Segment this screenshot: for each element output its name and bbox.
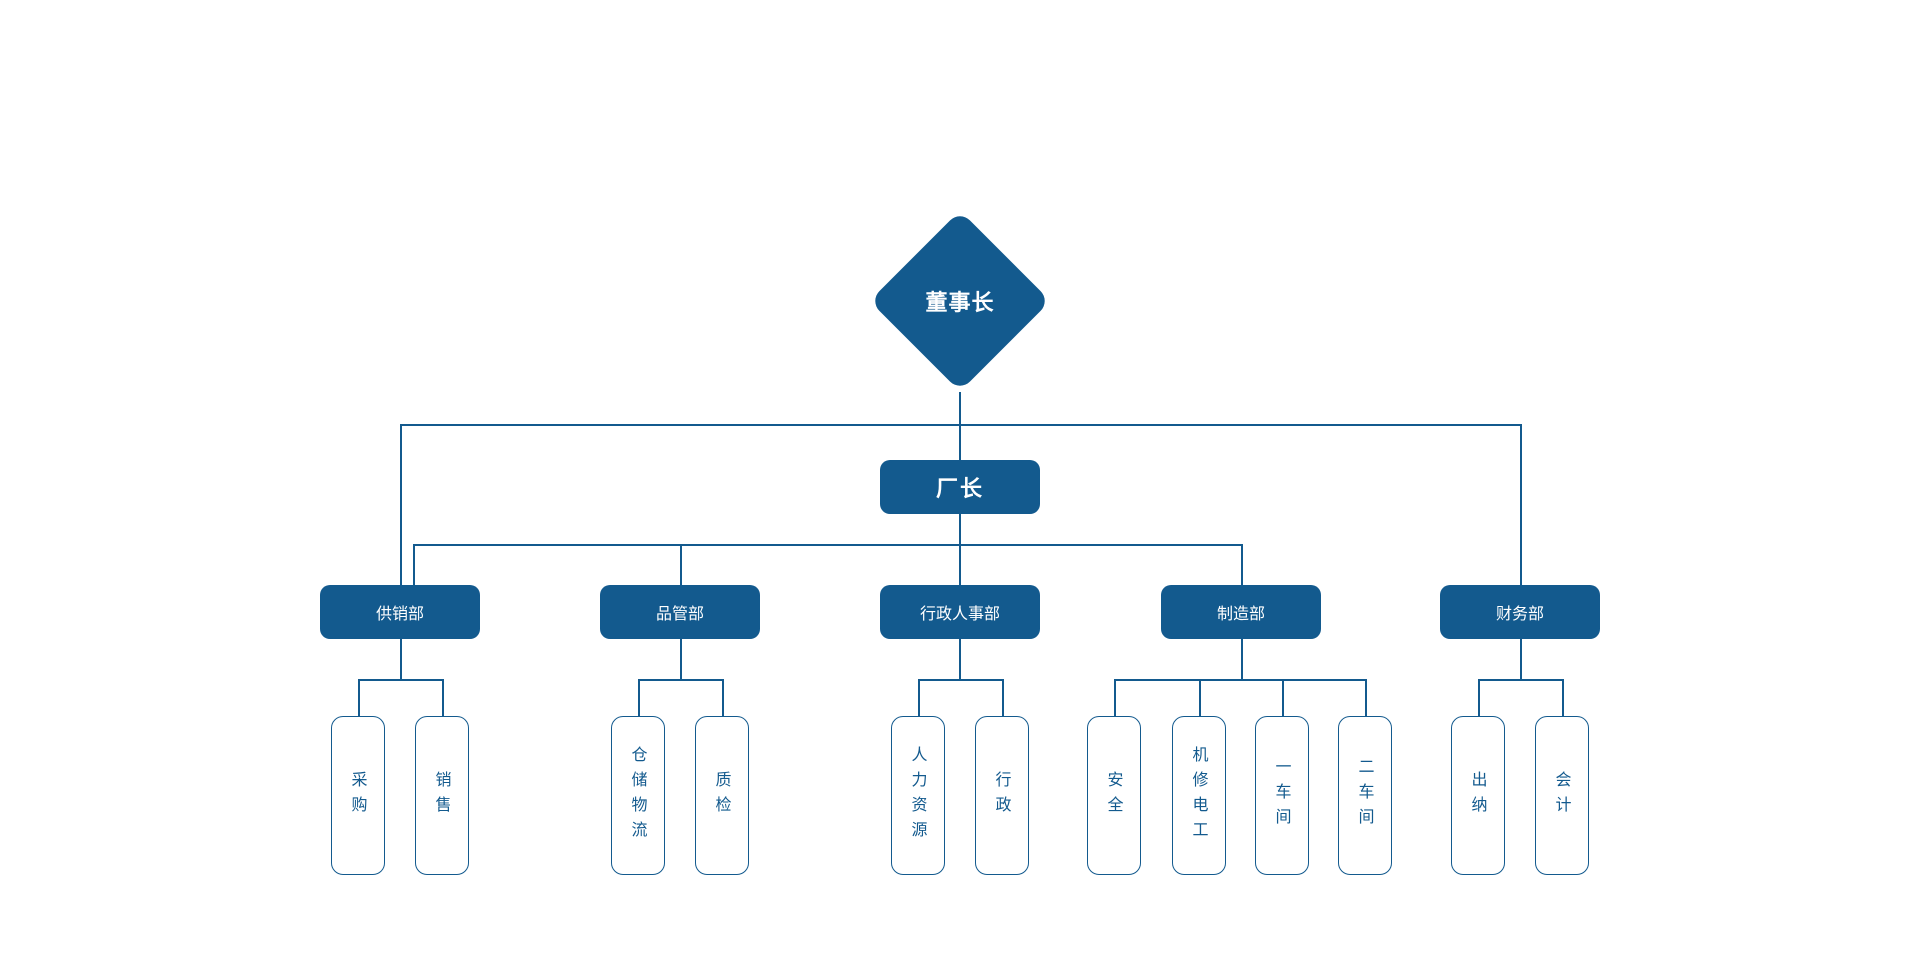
leaf-label: 销售 [432,770,452,821]
connector-dept1-drop-b [722,679,724,716]
connector-dept4-down [1520,639,1522,679]
connector-inner-drop-1 [413,544,415,585]
connector-dept4-bus [1478,679,1563,681]
leaf-label: 机修电工 [1189,745,1209,846]
connector-dept3-drop-b [1199,679,1201,716]
leaf-node[interactable]: 机修电工 [1172,716,1226,875]
leaf-node[interactable]: 仓储物流 [611,716,665,875]
connector-dept1-bus [638,679,723,681]
leaf-label: 会计 [1552,770,1572,821]
connector-dept3-drop-d [1365,679,1367,716]
leaf-node[interactable]: 二车间 [1338,716,1392,875]
dept-label: 供销部 [375,604,424,623]
leaf-label: 二车间 [1355,758,1375,833]
connector-dept4-drop-b [1562,679,1564,716]
connector-dept2-down [959,639,961,679]
manager-label: 厂长 [935,477,984,502]
connector-dept3-drop-a [1114,679,1116,716]
connector-dept1-down [680,639,682,679]
chairman-label: 董事长 [925,291,995,316]
connector-dept0-down [400,639,402,679]
connector-outer-right-drop [1520,424,1522,585]
dept-label: 制造部 [1216,604,1265,623]
connector-outer-bus [400,424,1521,426]
leaf-node[interactable]: 一车间 [1255,716,1309,875]
connector-dept3-bus [1114,679,1366,681]
leaf-label: 安全 [1104,770,1124,821]
connector-inner-drop-2 [680,544,682,585]
connector-dept3-down [1241,639,1243,679]
connector-chairman-down [959,392,961,460]
chairman-node[interactable]: 董事长 [869,210,1051,392]
leaf-label: 行政 [992,770,1012,821]
manager-node[interactable]: 厂长 [880,460,1040,514]
connector-manager-down [959,514,961,585]
connector-dept0-drop-a [358,679,360,716]
dept-node-finance[interactable]: 财务部 [1440,585,1600,639]
connector-dept1-drop-a [638,679,640,716]
leaf-node[interactable]: 安全 [1087,716,1141,875]
leaf-label: 一车间 [1272,758,1292,833]
leaf-label: 质检 [712,770,732,821]
connector-dept3-drop-c [1282,679,1284,716]
connector-outer-left-drop [400,424,402,585]
dept-label: 财务部 [1495,604,1544,623]
dept-node-quality[interactable]: 品管部 [600,585,760,639]
connector-dept4-drop-a [1478,679,1480,716]
leaf-label: 仓储物流 [628,745,648,846]
connector-dept2-drop-a [918,679,920,716]
dept-label: 品管部 [655,604,704,623]
connector-inner-drop-4 [1241,544,1243,585]
connector-dept2-bus [918,679,1003,681]
connector-inner-bus [413,544,1242,546]
leaf-node[interactable]: 人力资源 [891,716,945,875]
leaf-node[interactable]: 行政 [975,716,1029,875]
leaf-node[interactable]: 出纳 [1451,716,1505,875]
leaf-node[interactable]: 销售 [415,716,469,875]
leaf-node[interactable]: 采购 [331,716,385,875]
connector-dept0-drop-b [442,679,444,716]
leaf-node[interactable]: 会计 [1535,716,1589,875]
dept-node-manufacturing[interactable]: 制造部 [1161,585,1321,639]
leaf-label: 采购 [348,770,368,821]
dept-node-admin-hr[interactable]: 行政人事部 [880,585,1040,639]
dept-label: 行政人事部 [919,604,1000,623]
connector-dept2-drop-b [1002,679,1004,716]
leaf-label: 人力资源 [908,745,928,846]
dept-node-supply-sales[interactable]: 供销部 [320,585,480,639]
leaf-node[interactable]: 质检 [695,716,749,875]
leaf-label: 出纳 [1468,770,1488,821]
connector-dept0-bus [358,679,443,681]
